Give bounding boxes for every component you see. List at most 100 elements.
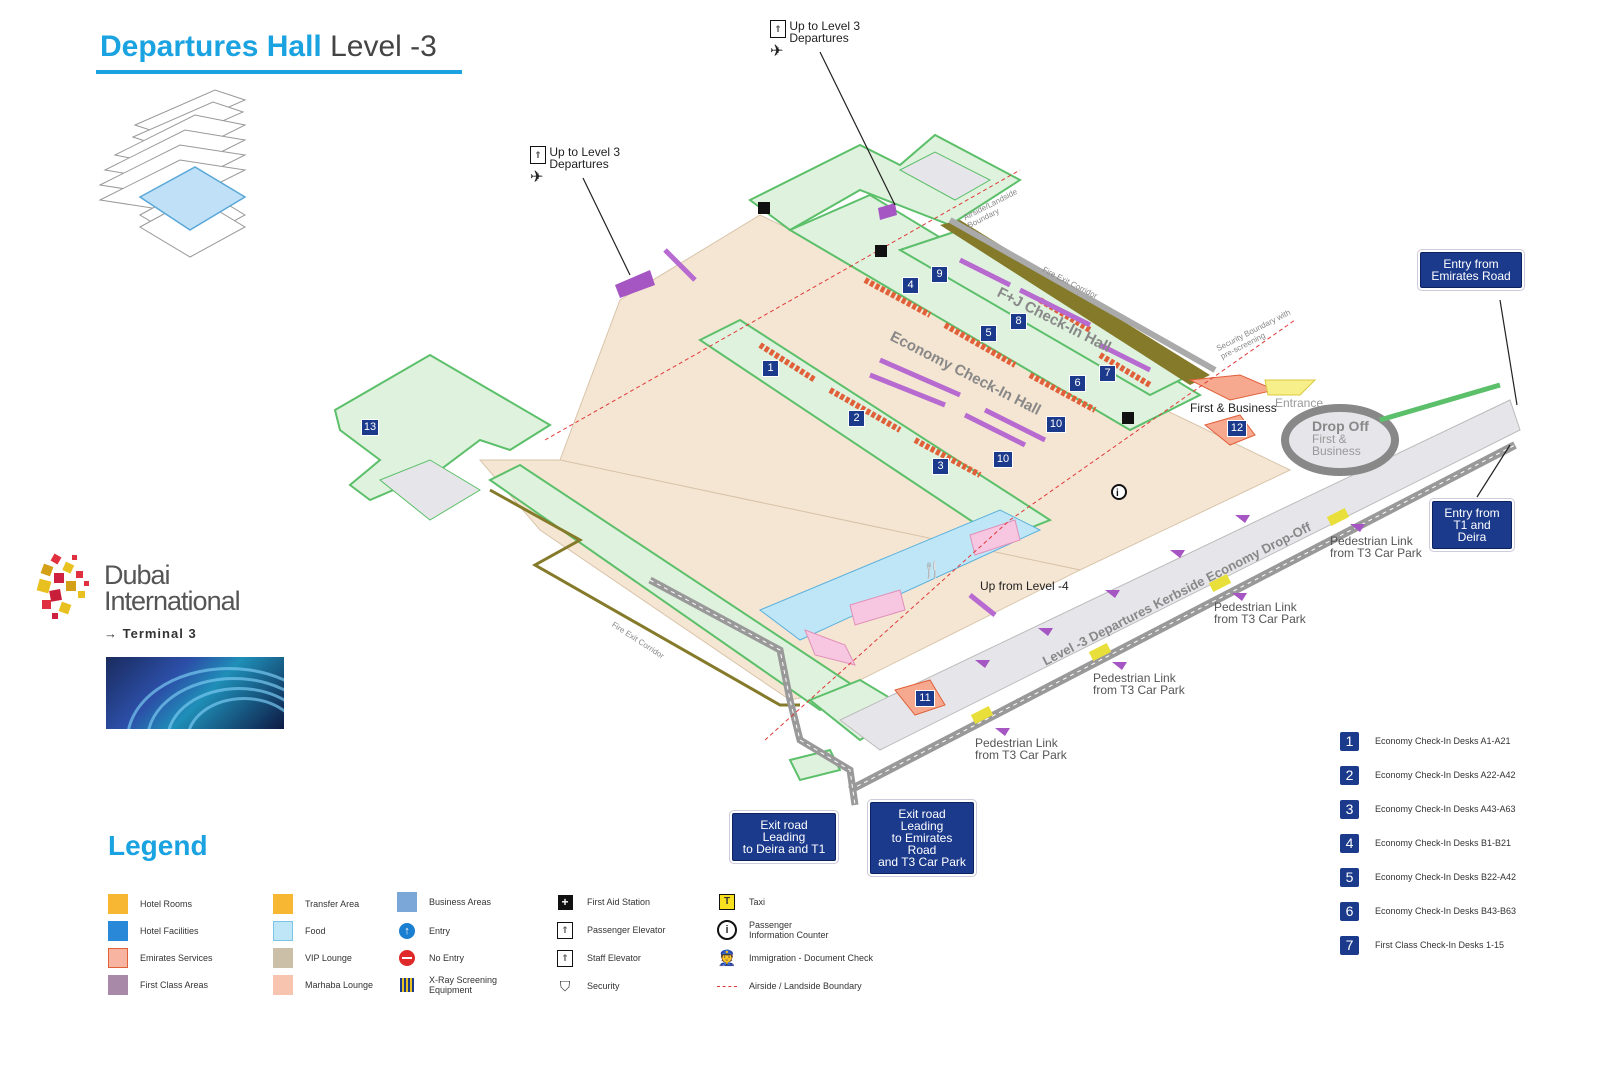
- entrance-area: [1264, 379, 1317, 396]
- marker-13[interactable]: 13: [361, 419, 379, 436]
- marker-desk-8[interactable]: 8: [1010, 313, 1027, 330]
- marker-12[interactable]: 12: [1227, 420, 1247, 437]
- legend-label: Immigration - Document Check: [749, 953, 874, 963]
- pedestrian-crossings: [970, 508, 1350, 724]
- marker-desk-2[interactable]: 2: [848, 410, 865, 427]
- exit-deira-t1-box[interactable]: Exit road Leading to Deira and T1: [732, 813, 836, 861]
- desk-label: Economy Check-In Desks B1-B21: [1375, 838, 1512, 848]
- title-underline: [96, 70, 462, 74]
- callout-elevator-left: ⇑ Up to Level 3 Departures ✈: [530, 146, 620, 186]
- marker-11[interactable]: 11: [915, 690, 935, 707]
- legend-label: First Aid Station: [587, 897, 651, 907]
- legend-item: Emirates Services: [108, 948, 213, 968]
- first-aid-icon: [875, 245, 887, 257]
- marker-desk-5[interactable]: 5: [980, 325, 997, 342]
- legend-label: Airside / Landside Boundary: [749, 981, 862, 991]
- lounge-block: [804, 629, 856, 666]
- legend-item: ↑Entry: [397, 921, 499, 941]
- legend-item: ⇑Passenger Elevator: [555, 920, 666, 940]
- legend-label: Passenger Elevator: [587, 925, 666, 935]
- marker-10[interactable]: 10: [993, 451, 1013, 468]
- legend-label: Entry: [429, 926, 451, 936]
- queue-bar: [869, 372, 946, 408]
- vip-lounge-swatch: [273, 948, 293, 968]
- green-canopy: [1379, 382, 1501, 423]
- info-glyph: i: [1116, 488, 1119, 499]
- food-icon: 🍴: [922, 560, 942, 579]
- drop-off-loop: [1281, 404, 1399, 476]
- legend-col3: Business Areas ↑Entry No Entry X-Ray Scr…: [397, 892, 499, 995]
- queue-bar: [663, 248, 697, 282]
- desk-number-badge: 2: [1340, 765, 1359, 785]
- entry-emirates-road-box[interactable]: Entry from Emirates Road: [1420, 252, 1522, 288]
- entry-arrow: [995, 728, 1010, 736]
- food-area: [759, 509, 1042, 641]
- up-from-level4-label: Up from Level -4: [980, 579, 1069, 593]
- entry-arrows: [975, 515, 1365, 736]
- floor-area: [559, 214, 1292, 571]
- marker-10[interactable]: 10: [1046, 416, 1066, 433]
- callout-leader: [1476, 444, 1511, 498]
- desk-number-badge: 1: [1340, 731, 1359, 751]
- legend-areas-col1: Hotel Rooms Hotel Facilities Emirates Se…: [108, 894, 213, 995]
- marker-desk-3[interactable]: 3: [932, 458, 949, 475]
- desk-label: Economy Check-In Desks A1-A21: [1375, 736, 1511, 746]
- box-line1: Entry from: [1444, 506, 1500, 520]
- desk-label: Economy Check-In Desks A43-A63: [1375, 804, 1516, 814]
- page-title-level: Level -3: [330, 30, 437, 63]
- box-line2: to Emirates Road: [891, 831, 953, 857]
- west-courtyard: [379, 459, 481, 521]
- legend-col4: +First Aid Station ⇑Passenger Elevator ⇑…: [555, 892, 666, 996]
- desk-row-3: [913, 437, 982, 478]
- legend-item: Business Areas: [397, 892, 499, 912]
- kerbside-lane: [839, 399, 1521, 751]
- entrance-label: Entrance: [1275, 396, 1324, 410]
- exit-emirates-road-box[interactable]: Exit road Leading to Emirates Road and T…: [870, 802, 974, 874]
- fire-exit-corridor-top: [940, 220, 1210, 385]
- marker-9[interactable]: 9: [931, 266, 948, 283]
- dubai-airports-logo-icon: [36, 553, 89, 619]
- pedestrian-link-label: Pedestrian Link from T3 Car Park: [1214, 601, 1306, 625]
- legend-label: First Class Areas: [140, 980, 209, 990]
- marhaba-lounge-swatch: [273, 975, 293, 995]
- queue-bar: [983, 407, 1047, 443]
- no-entry-icon: [397, 948, 417, 968]
- marker-desk-7[interactable]: 7: [1099, 365, 1116, 382]
- legend-label: Taxi: [749, 897, 766, 907]
- airside-landside-boundary: [544, 169, 1021, 441]
- desk-row-7: [1098, 352, 1152, 388]
- box-line2: Emirates Road: [1431, 269, 1511, 283]
- first-class-swatch: [108, 975, 128, 995]
- marker-desk-1[interactable]: 1: [762, 360, 779, 377]
- legend-label: VIP Lounge: [305, 953, 352, 963]
- brand-name-line2: International: [104, 586, 241, 616]
- legend-title: Legend: [108, 830, 208, 861]
- box-line2: to Deira and T1: [742, 842, 826, 856]
- marker-desk-4[interactable]: 4: [902, 277, 919, 294]
- road-markings: [849, 444, 1516, 791]
- taxi-icon: T: [717, 892, 737, 912]
- callout-leader: [582, 177, 631, 276]
- legend-item: Hotel Facilities: [108, 921, 213, 941]
- desk-row-4: [863, 277, 932, 318]
- entry-arrow: [1105, 590, 1120, 598]
- info-icon: [1111, 484, 1127, 500]
- pedestrian-link-line1: Pedestrian Link: [1093, 671, 1176, 685]
- callout-elevator-top: ⇑ Up to Level 3 Departures ✈: [770, 20, 860, 60]
- desk-number-badge: 4: [1340, 833, 1359, 853]
- entry-t1-deira-box[interactable]: Entry from T1 and Deira: [1432, 501, 1512, 549]
- security-boundary: [764, 319, 1296, 741]
- brand-name-line1: Dubai: [104, 560, 171, 590]
- passenger-elevator-icon: ⇑: [530, 146, 546, 164]
- passenger-elevator-left: [615, 270, 655, 298]
- marker-desk-6[interactable]: 6: [1069, 375, 1086, 392]
- hotel-facilities-swatch: [108, 921, 128, 941]
- entry-arrow: [1038, 628, 1053, 636]
